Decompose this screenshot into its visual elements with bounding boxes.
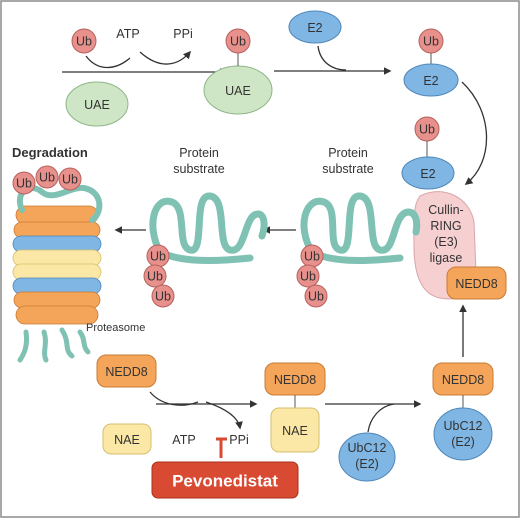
e2-to-ligase-arrow — [461, 81, 488, 185]
e2-loaded: Ub E2 — [403, 28, 459, 97]
atp-consumption-curve — [85, 55, 131, 69]
ub-ball — [58, 167, 82, 191]
ub-label: Ub — [423, 35, 439, 49]
degradation-label: Degradation — [12, 145, 88, 160]
inhibition-bar — [216, 437, 227, 458]
ub-label: Ub — [230, 35, 246, 49]
ub-label: Ub — [155, 290, 171, 304]
ub-label: Ub — [147, 270, 163, 284]
ubc12-loaded: NEDD8 UbC12 (E2) — [432, 362, 494, 461]
e2-enzyme — [288, 10, 342, 44]
pevonedistat-box — [151, 461, 299, 499]
e2-enzyme — [401, 156, 455, 190]
ubc12-free: UbC12 (E2) — [338, 403, 396, 482]
pevonedistat-label: Pevonedistat — [172, 472, 278, 491]
ub-ball — [12, 171, 36, 195]
e2-label: E2 — [307, 21, 322, 35]
e2-free: E2 — [288, 10, 347, 71]
uae-activation-step: Ub ATP PPi UAE — [62, 27, 228, 127]
ligase-label-line-4: ligase — [430, 251, 463, 265]
ubc12-label: UbC12 — [348, 441, 387, 455]
ub-ball — [151, 284, 175, 308]
protein-substrate-right: Protein substrate Ub Ub Ub — [296, 146, 421, 308]
e2-enzyme — [403, 63, 459, 97]
e2-label: E2 — [420, 167, 435, 181]
nedd8-label: NEDD8 — [274, 373, 316, 387]
protein-label: Protein — [179, 146, 219, 160]
protein-substrate-middle: Protein substrate Ub Ub Ub — [143, 146, 268, 308]
ubc12-enzyme — [338, 432, 396, 482]
ub-label: Ub — [39, 171, 55, 185]
ligase-label-line-2: RING — [430, 219, 461, 233]
nae-enzyme — [102, 423, 152, 455]
cullin-ring-ligase-complex: Cullin- RING (E3) ligase Ub E2 NEDD8 — [401, 116, 507, 300]
uae-label: UAE — [84, 98, 110, 112]
uae-label: UAE — [225, 84, 251, 98]
ub-ball — [296, 264, 320, 288]
nedd8-label: NEDD8 — [455, 277, 497, 291]
substrate-label: substrate — [173, 162, 224, 176]
nae-activation-step: NEDD8 NAE ATP PPi Pevonedistat — [96, 354, 299, 499]
atp-label: ATP — [172, 433, 195, 447]
ligase-label-line-1: Cullin- — [428, 203, 463, 217]
ppi-release-arrow — [139, 50, 192, 65]
substrate-label: substrate — [322, 162, 373, 176]
ligase-label-line-3: (E3) — [434, 235, 458, 249]
ppi-label: PPi — [173, 27, 192, 41]
nae-loaded: NEDD8 NAE — [264, 362, 326, 453]
ub-ball — [225, 28, 251, 54]
ub-label: Ub — [76, 35, 92, 49]
ubc12-merge-curve — [367, 403, 395, 433]
peptide-fragments — [17, 327, 91, 363]
ppi-label: PPi — [229, 433, 248, 447]
ubc12-label: UbC12 — [444, 419, 483, 433]
nae-label: NAE — [114, 433, 140, 447]
ubc12-e2-label: (E2) — [451, 435, 475, 449]
proteasome — [12, 205, 102, 325]
proteasome-degradation: Degradation Ub Ub Ub Proteasome — [12, 145, 145, 363]
nae-enzyme — [270, 407, 320, 453]
ubc12-e2-label: (E2) — [355, 457, 379, 471]
uae-enzyme — [65, 81, 129, 127]
proteasome-ring-orange — [15, 205, 99, 225]
proteasome-ring-orange — [15, 305, 99, 325]
uae-loaded: UAE Ub — [203, 28, 273, 115]
nae-label: NAE — [282, 424, 308, 438]
ub-ball — [304, 284, 328, 308]
ub-label: Ub — [308, 290, 324, 304]
e2-merge-curve — [317, 45, 347, 71]
nedd8-label: NEDD8 — [442, 373, 484, 387]
ub-ball — [71, 28, 97, 54]
atp-label: ATP — [116, 27, 139, 41]
ub-label: Ub — [300, 270, 316, 284]
proteasome-label: Proteasome — [86, 322, 145, 334]
nedd8-tag — [96, 354, 157, 388]
e2-label: E2 — [423, 74, 438, 88]
protein-label: Protein — [328, 146, 368, 160]
nedd8-label: NEDD8 — [105, 365, 147, 379]
ubc12-enzyme — [433, 407, 493, 461]
nedd8-tag — [446, 266, 507, 300]
ub-label: Ub — [150, 250, 166, 264]
ub-label: Ub — [304, 250, 320, 264]
ub-label: Ub — [419, 123, 435, 137]
ub-ball — [143, 264, 167, 288]
ub-label: Ub — [16, 177, 32, 191]
ub-label: Ub — [62, 173, 78, 187]
ub-ball — [35, 165, 59, 189]
